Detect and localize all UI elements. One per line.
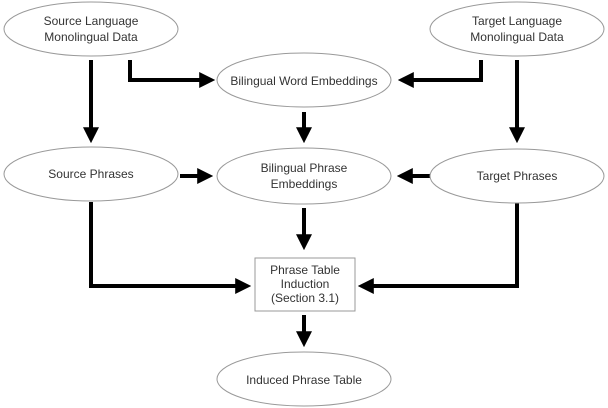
induced-table-label: Induced Phrase Table <box>246 373 362 387</box>
word-embeddings-ellipse <box>216 52 392 108</box>
source-phrases-label: Source Phrases <box>48 167 133 181</box>
node-target-language-monolingual-data: Target Language Monolingual Data <box>429 1 605 57</box>
source-phrases-ellipse <box>3 146 179 202</box>
induced-table-ellipse <box>216 351 392 407</box>
induction-box <box>254 257 356 312</box>
phrase-embeddings-label-line2: Embeddings <box>271 177 338 191</box>
target-data-ellipse <box>429 1 605 57</box>
induction-label-line2: Induction <box>281 277 330 291</box>
edge-source-data-to-word-embeddings <box>128 60 216 88</box>
target-data-label-line1: Target Language <box>472 14 562 28</box>
edge-target-phrases-to-induction <box>357 202 519 294</box>
node-target-phrases: Target Phrases <box>429 148 605 204</box>
source-data-label-line2: Monolingual Data <box>44 30 138 44</box>
target-phrases-label: Target Phrases <box>477 169 558 183</box>
node-induced-phrase-table: Induced Phrase Table <box>216 351 392 407</box>
target-data-label-line2: Monolingual Data <box>470 30 564 44</box>
source-data-label-line1: Source Language <box>44 14 139 28</box>
source-data-ellipse <box>3 1 179 57</box>
node-phrase-table-induction: Phrase Table Induction (Section 3.1) <box>254 257 356 312</box>
edges <box>83 60 525 348</box>
induction-label-line3: (Section 3.1) <box>271 291 339 305</box>
node-bilingual-word-embeddings: Bilingual Word Embeddings <box>216 52 392 108</box>
edge-source-phrases-to-induction <box>89 202 252 294</box>
node-source-language-monolingual-data: Source Language Monolingual Data <box>3 1 179 57</box>
target-phrases-ellipse <box>429 148 605 204</box>
node-bilingual-phrase-embeddings: Bilingual Phrase Embeddings <box>216 147 392 205</box>
edge-target-data-to-word-embeddings <box>397 60 483 88</box>
node-source-phrases: Source Phrases <box>3 146 179 202</box>
induction-label-line1: Phrase Table <box>270 263 340 277</box>
phrase-embeddings-label-line1: Bilingual Phrase <box>261 161 348 175</box>
word-embeddings-label: Bilingual Word Embeddings <box>230 74 377 88</box>
phrase-embeddings-ellipse <box>216 147 392 205</box>
